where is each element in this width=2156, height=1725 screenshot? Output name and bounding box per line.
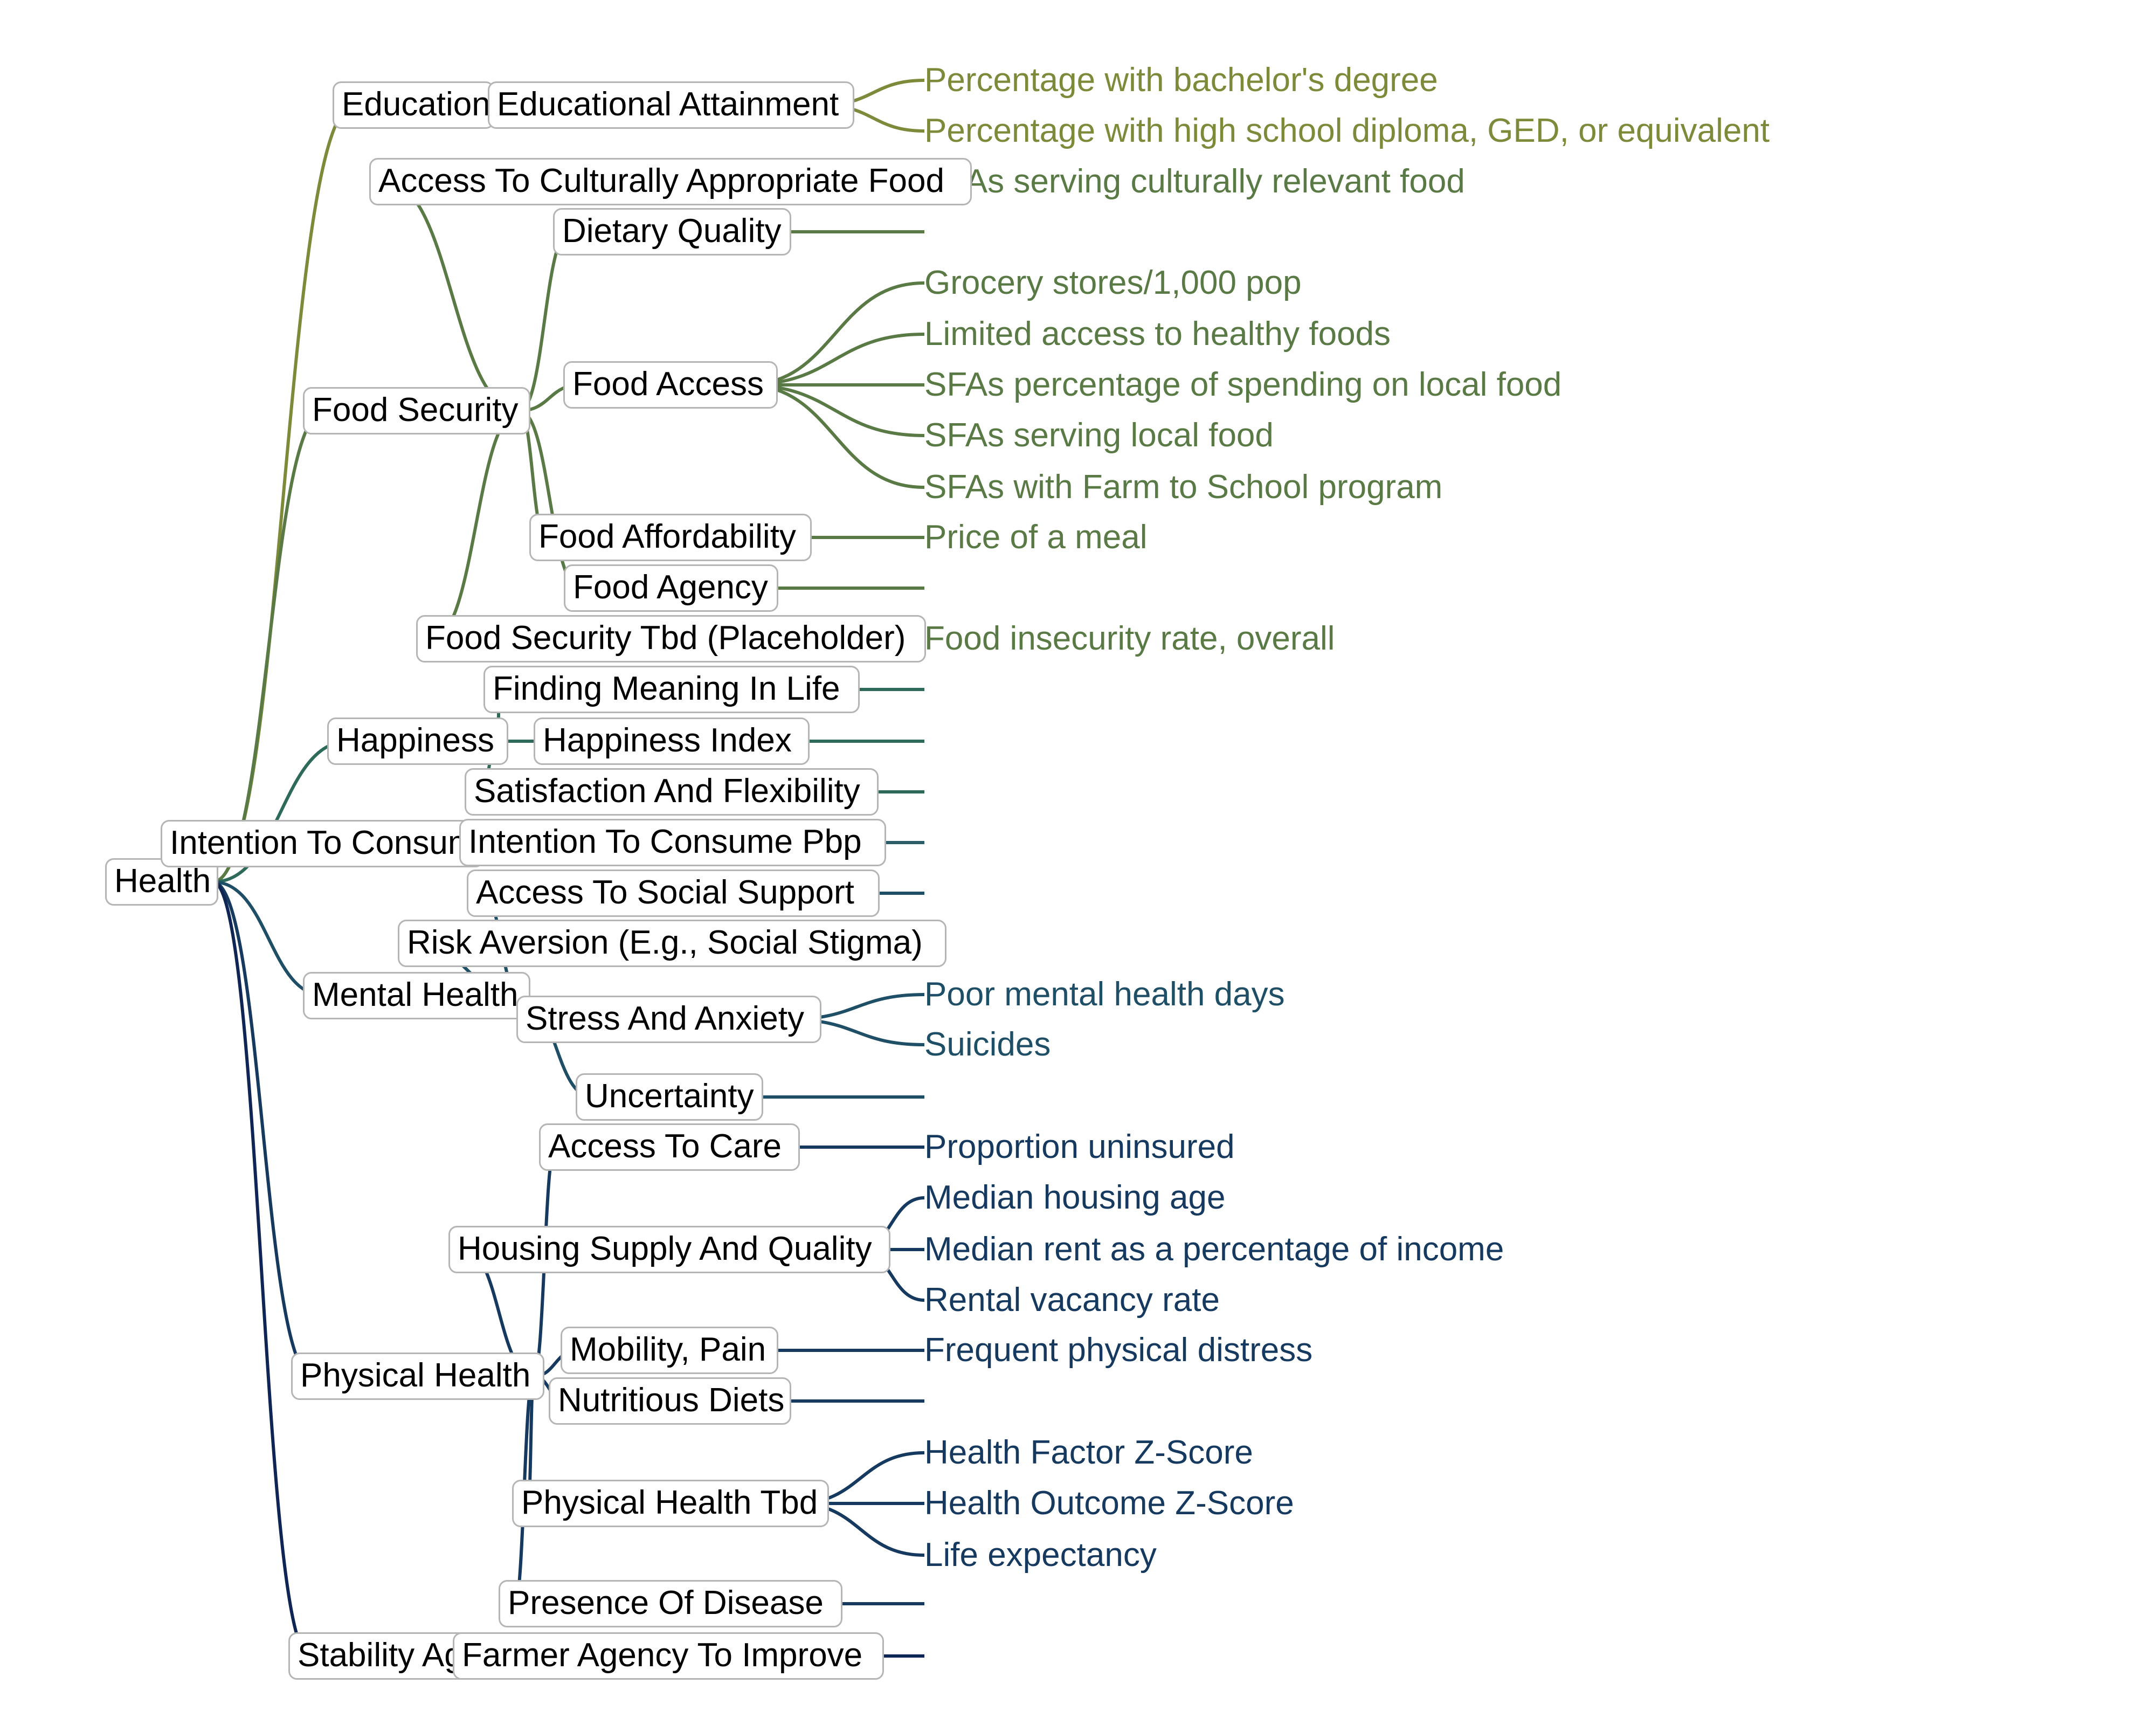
leaf-metric: Life expectancy (924, 1536, 1157, 1574)
connector-line (212, 104, 355, 884)
leaf-metric: Suicides (924, 1026, 1051, 1063)
leaf-metric: SFAs serving culturally relevant food (924, 163, 1465, 200)
sub-node[interactable]: Risk Aversion (E.g., Social Stigma) (398, 920, 946, 967)
sub-node[interactable]: Mobility, Pain (561, 1327, 778, 1374)
sub-node[interactable]: Stress And Anxiety (516, 996, 821, 1043)
sub-node[interactable]: Food Affordability (529, 514, 812, 561)
sub-node[interactable]: Physical Health Tbd (512, 1480, 829, 1527)
leaf-metric: Limited access to healthy foods (924, 315, 1391, 353)
sub-node[interactable]: Housing Supply And Quality (448, 1226, 890, 1273)
leaf-metric: Health Factor Z-Score (924, 1434, 1253, 1471)
connector-line (212, 409, 325, 884)
sub-node[interactable]: Presence Of Disease (499, 1580, 842, 1627)
leaf-metric: Median rent as a percentage of income (924, 1231, 1504, 1268)
connector-line (519, 230, 570, 412)
leaf-metric: Median housing age (924, 1179, 1226, 1216)
leaf-metric: Frequent physical distress (924, 1331, 1313, 1369)
sub-node[interactable]: Food Access (563, 361, 778, 409)
sub-node[interactable]: Farmer Agency To Improve (453, 1632, 884, 1680)
leaf-metric: SFAs serving local food (924, 417, 1274, 454)
branch-node-food[interactable]: Food Security (303, 387, 530, 434)
leaf-metric: Grocery stores/1,000 pop (924, 264, 1302, 301)
sub-node[interactable]: Finding Meaning In Life (483, 666, 860, 713)
sub-node[interactable]: Happiness Index (534, 717, 810, 765)
branch-node-happiness[interactable]: Happiness (327, 717, 508, 765)
leaf-metric: SFAs percentage of spending on local foo… (924, 366, 1562, 403)
connector-line (432, 409, 520, 640)
sub-node[interactable]: Food Agency (564, 564, 778, 612)
branch-node-intention[interactable]: Intention To Consume Pbp (161, 820, 484, 867)
leaf-metric: Food insecurity rate, overall (924, 620, 1335, 657)
sub-node[interactable]: Uncertainty (576, 1073, 763, 1121)
leaf-metric: Poor mental health days (924, 976, 1285, 1013)
leaf-metric: SFAs with Farm to School program (924, 468, 1443, 506)
sub-node[interactable]: Nutritious Diets (549, 1377, 791, 1425)
leaf-metric: Percentage with high school diploma, GED… (924, 112, 1770, 149)
sub-node[interactable]: Intention To Consume Pbp (459, 819, 886, 866)
leaf-metric: Health Outcome Z-Score (924, 1485, 1294, 1522)
leaf-metric: Proportion uninsured (924, 1128, 1235, 1165)
branch-node-stability[interactable]: Stability Agency (288, 1632, 472, 1680)
sub-node[interactable]: Educational Attainment (488, 81, 854, 129)
leaf-metric: Price of a meal (924, 519, 1148, 556)
connector-line (212, 880, 310, 1658)
sub-node[interactable]: Dietary Quality (553, 208, 791, 256)
connector-line (385, 180, 520, 412)
branch-node-physical[interactable]: Physical Health (291, 1353, 544, 1400)
branch-node-mental[interactable]: Mental Health (303, 972, 530, 1019)
sub-node[interactable]: Access To Social Support (467, 870, 880, 917)
leaf-metric: Rental vacancy rate (924, 1281, 1220, 1319)
connector-line (212, 880, 313, 1378)
leaf-metric: Percentage with bachelor's degree (924, 61, 1438, 99)
branch-node-education[interactable]: Education (333, 81, 494, 129)
sub-node[interactable]: Satisfaction And Flexibility (465, 768, 879, 816)
sub-node[interactable]: Food Security Tbd (Placeholder) (416, 615, 926, 663)
connector-line (212, 740, 349, 884)
sub-node[interactable]: Access To Culturally Appropriate Food (369, 158, 972, 205)
sub-node[interactable]: Access To Care (539, 1123, 800, 1171)
